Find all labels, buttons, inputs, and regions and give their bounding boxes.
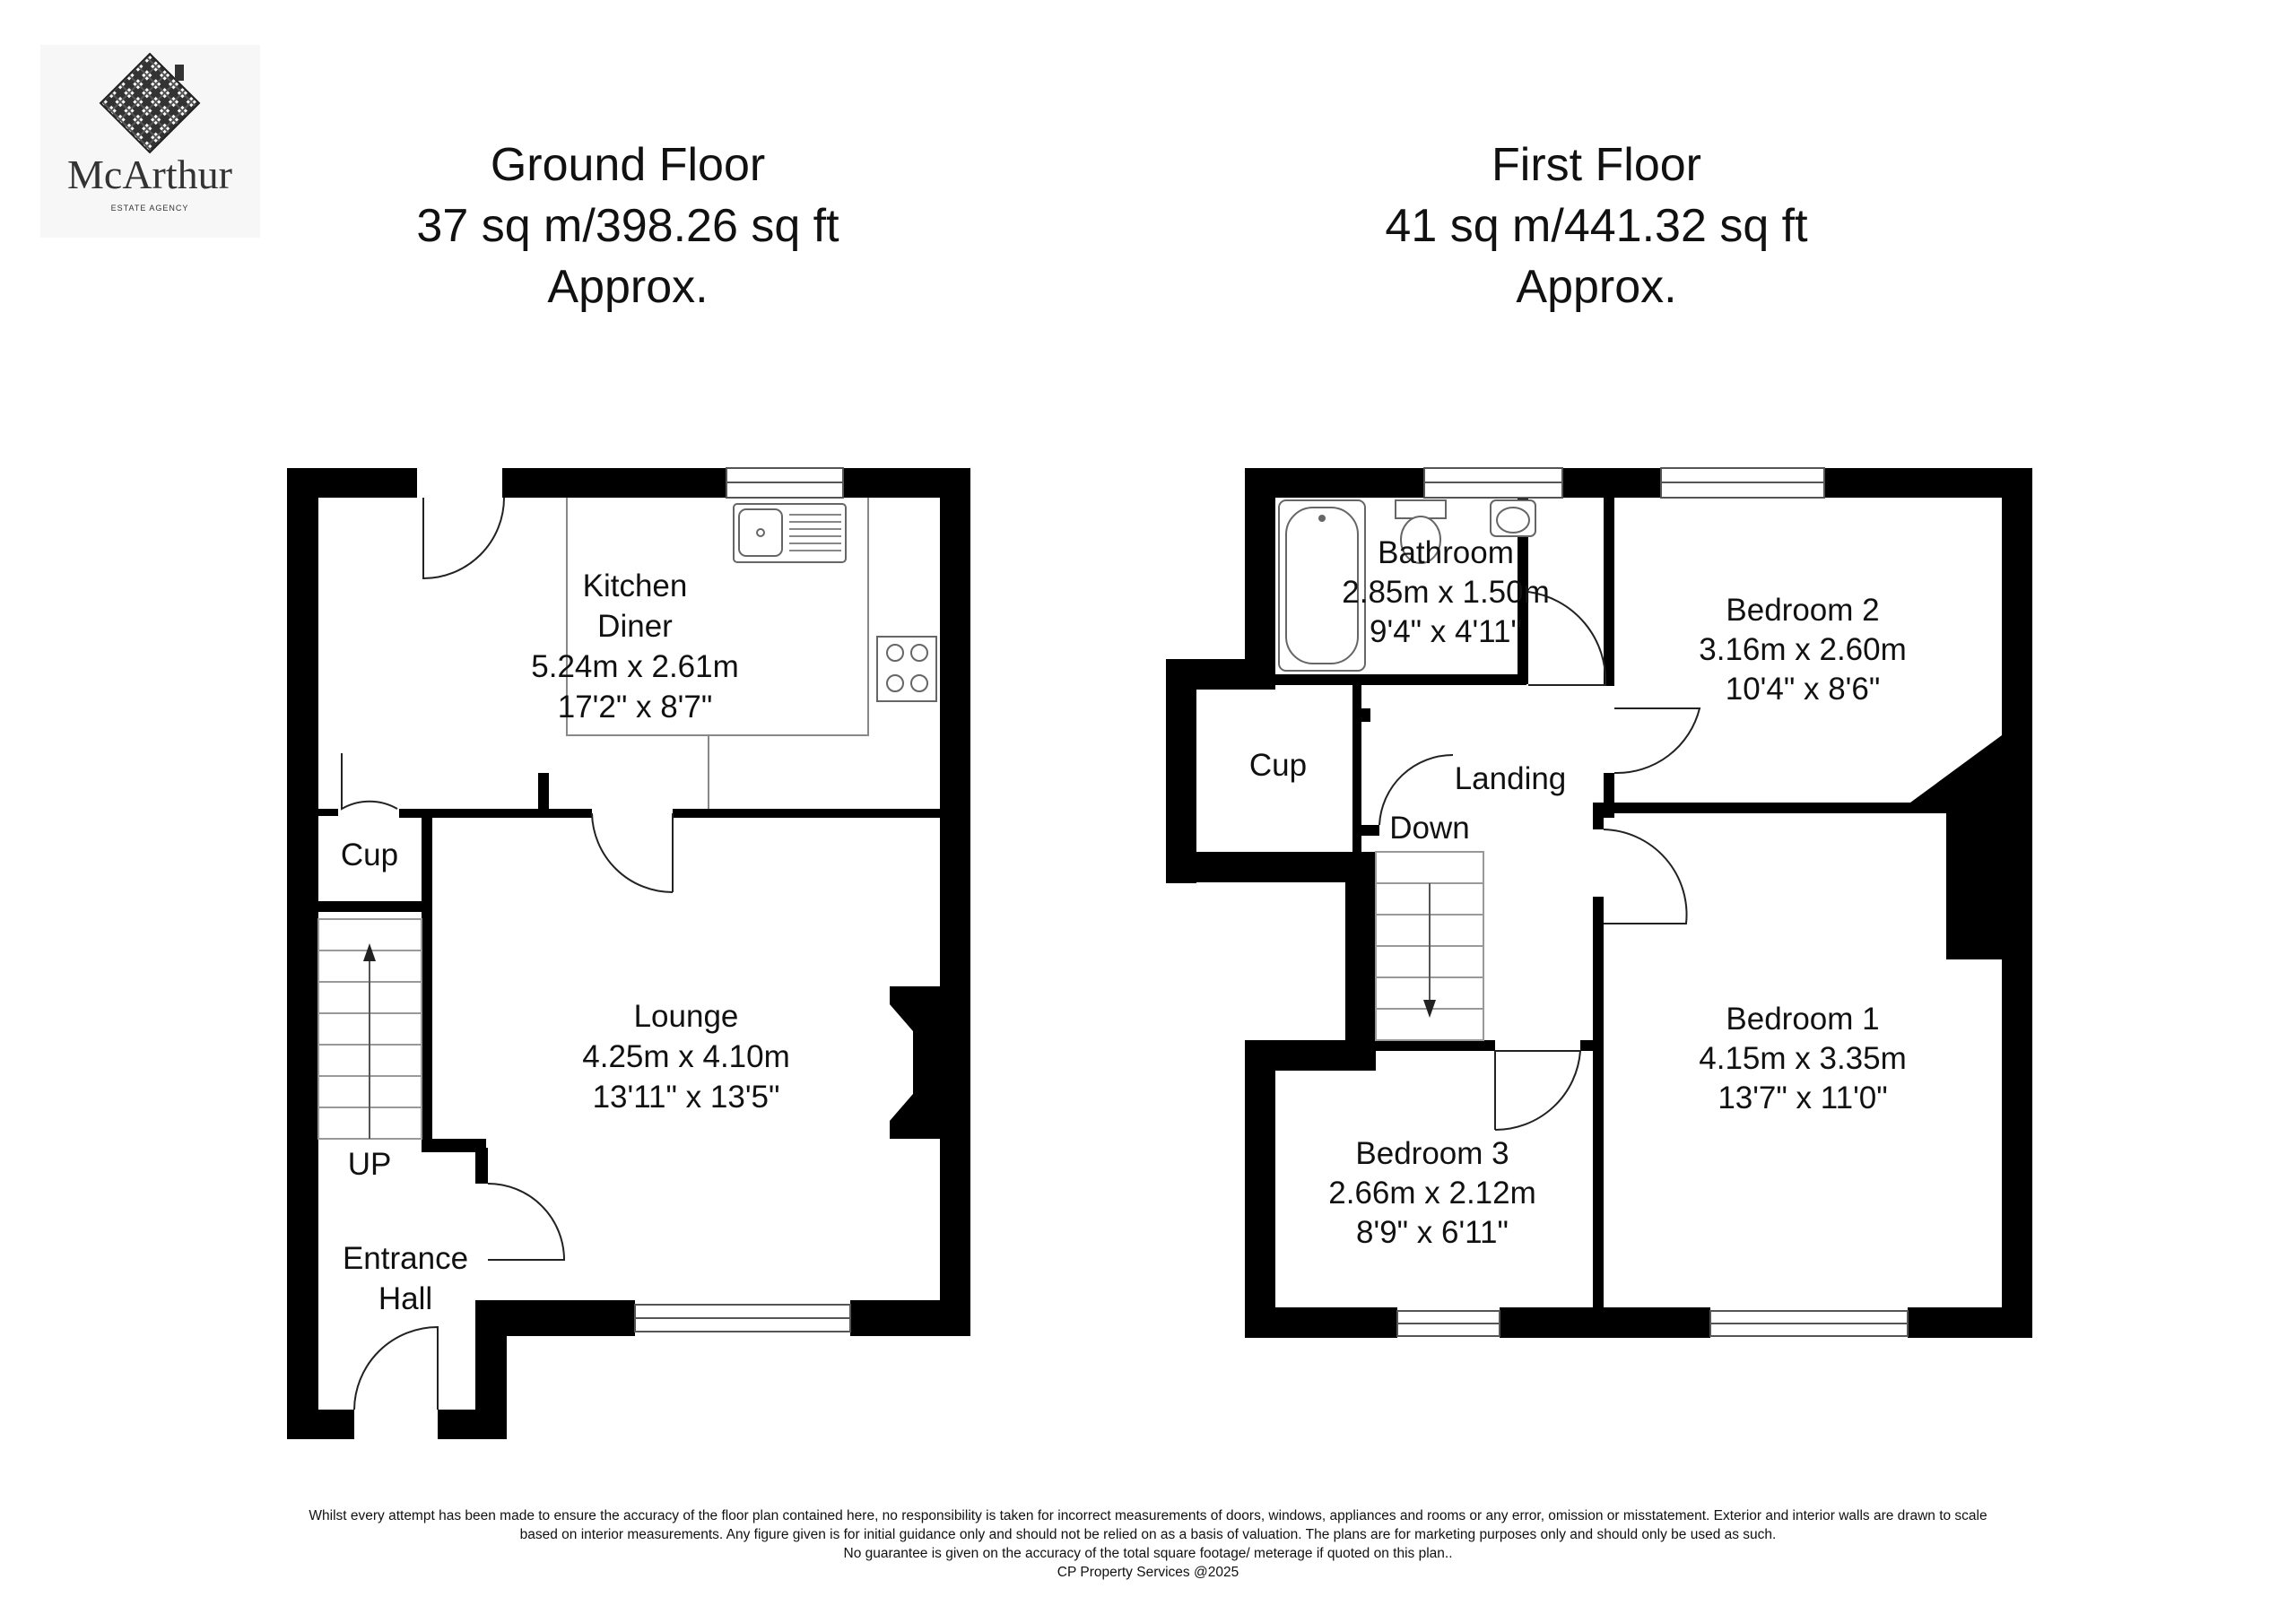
first-floor-title: First Floor xyxy=(1492,139,1701,191)
entrance-label-1: Entrance xyxy=(343,1241,468,1276)
first-floor-plan: Bathroom 2.85m x 1.50m 9'4" x 4'11" Bedr… xyxy=(1166,467,2032,1338)
lounge-label: Lounge xyxy=(634,999,739,1034)
bathroom-label: Bathroom xyxy=(1378,535,1514,570)
ground-floor-approx: Approx. xyxy=(547,261,709,313)
ground-floor-windows xyxy=(634,467,851,1332)
disclaimer-line-4: CP Property Services @2025 xyxy=(1057,1565,1239,1580)
bedroom1-metric: 4.15m x 3.35m xyxy=(1699,1041,1907,1076)
ground-floor-plan: Kitchen Diner 5.24m x 2.61m 17'2" x 8'7"… xyxy=(287,467,970,1439)
basin-icon xyxy=(1490,499,1536,537)
ground-floor-doors xyxy=(341,497,674,1410)
tartan-house-icon: McArthur ESTATE AGENCY xyxy=(67,52,232,213)
bath-icon xyxy=(1278,499,1366,672)
first-floor-walls xyxy=(1166,468,2032,1338)
kitchen-imperial: 17'2" x 8'7" xyxy=(558,690,713,725)
first-floor-approx: Approx. xyxy=(1516,261,1677,313)
toilet-icon xyxy=(1395,499,1447,564)
stairs-up-label: UP xyxy=(348,1147,392,1182)
ff-cup-label: Cup xyxy=(1249,748,1307,783)
bedroom3-metric: 2.66m x 2.12m xyxy=(1328,1176,1536,1211)
bedroom1-imperial: 13'7" x 11'0" xyxy=(1718,1081,1887,1115)
stairs-down-label: Down xyxy=(1389,811,1469,846)
first-floor-area: 41 sq m/441.32 sq ft xyxy=(1385,200,1808,252)
bedroom1-label: Bedroom 1 xyxy=(1726,1002,1879,1037)
brand-tagline: ESTATE AGENCY xyxy=(111,204,189,213)
stairs-up-arrow-icon xyxy=(363,943,376,961)
ground-floor-walls xyxy=(287,468,970,1439)
brand-logo: McArthur ESTATE AGENCY xyxy=(40,45,260,238)
landing-label: Landing xyxy=(1455,761,1567,796)
kitchen-label-1: Kitchen xyxy=(583,568,688,603)
sink-icon xyxy=(733,503,847,563)
disclaimer-line-2: based on interior measurements. Any figu… xyxy=(519,1527,1777,1542)
bedroom2-metric: 3.16m x 2.60m xyxy=(1699,632,1907,667)
entrance-label-2: Hall xyxy=(378,1281,432,1316)
bedroom3-label: Bedroom 3 xyxy=(1355,1136,1509,1171)
kitchen-label-2: Diner xyxy=(597,609,673,644)
ground-floor-area: 37 sq m/398.26 sq ft xyxy=(416,200,839,252)
bedroom2-imperial: 10'4" x 8'6" xyxy=(1726,672,1881,707)
disclaimer-line-1: Whilst every attempt has been made to en… xyxy=(309,1508,1987,1523)
disclaimer-line-3: No guarantee is given on the accuracy of… xyxy=(843,1546,1453,1561)
ground-floor-title-block: Ground Floor 37 sq m/398.26 sq ft Approx… xyxy=(269,135,987,317)
kitchen-worktop xyxy=(566,498,869,809)
stairs-down-arrow-icon xyxy=(1423,1000,1436,1018)
bathroom-metric: 2.85m x 1.50m xyxy=(1342,575,1550,610)
kitchen-metric: 5.24m x 2.61m xyxy=(531,649,739,684)
bedroom2-label: Bedroom 2 xyxy=(1726,593,1879,628)
ground-floor-title: Ground Floor xyxy=(490,139,766,191)
first-floor-doors xyxy=(1378,591,1701,1132)
ground-floor-stairs xyxy=(317,918,422,1140)
lounge-imperial: 13'11" x 13'5" xyxy=(593,1080,780,1115)
brand-name: McArthur xyxy=(67,152,232,197)
bedroom3-imperial: 8'9" x 6'11" xyxy=(1356,1215,1509,1250)
bathroom-imperial: 9'4" x 4'11" xyxy=(1370,614,1522,649)
first-floor-title-block: First Floor 41 sq m/441.32 sq ft Approx. xyxy=(1238,135,1955,317)
gf-cup-label: Cup xyxy=(341,838,398,872)
first-floor-stairs xyxy=(1375,851,1484,1041)
disclaimer: Whilst every attempt has been made to en… xyxy=(72,1506,2224,1582)
lounge-metric: 4.25m x 4.10m xyxy=(582,1039,790,1074)
hob-icon xyxy=(876,636,937,702)
first-floor-windows xyxy=(1396,467,1909,1337)
